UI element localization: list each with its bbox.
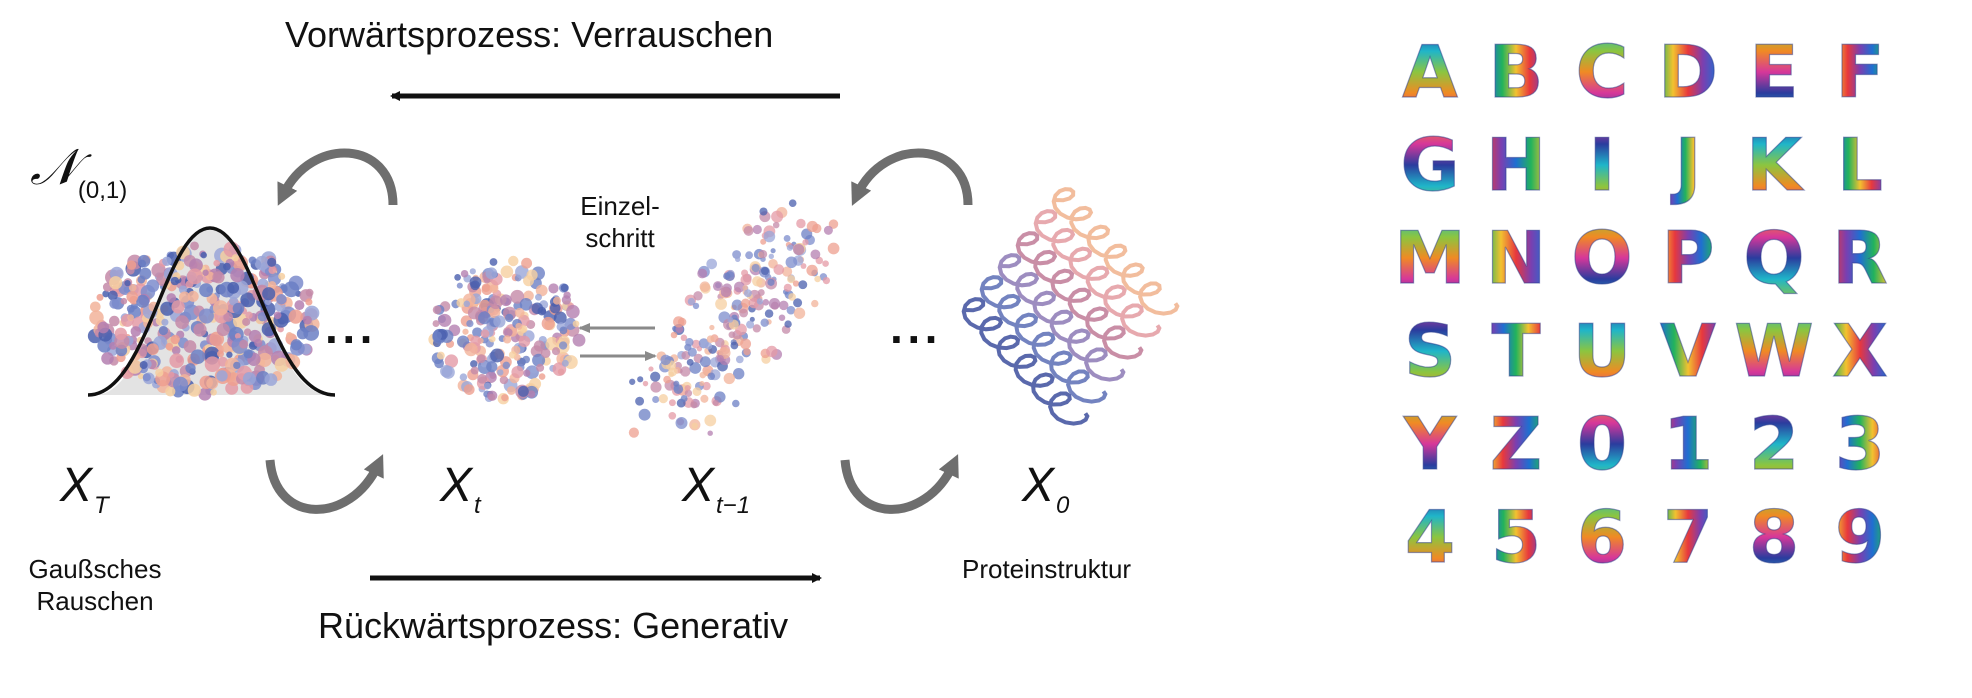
single-step-label: Einzel- schritt (560, 190, 680, 254)
reverse-process-label: Rückwärtsprozess: Generativ (318, 605, 789, 646)
curved-arrow-bottom-left (265, 454, 384, 514)
curved-arrow-top-right (851, 148, 973, 206)
alphabet-glyph: 8 (1749, 495, 1799, 579)
forward-process-label: Vorwärtsprozess: Verrauschen (285, 14, 774, 55)
alphabet-glyph: D (1658, 30, 1718, 114)
alphabet-glyph: B (1489, 30, 1544, 114)
alphabet-glyph: 7 (1663, 495, 1713, 579)
alphabet-glyph: S (1404, 309, 1456, 393)
alphabet-glyph: 1 (1663, 402, 1713, 486)
alphabet-glyph: I (1589, 123, 1616, 207)
alphabet-glyph: E (1749, 30, 1798, 114)
protein-structure-caption: Proteinstruktur (962, 554, 1132, 584)
alphabet-glyph: J (1670, 123, 1702, 207)
alphabet-glyph: Z (1490, 402, 1542, 486)
alphabet-glyph: W (1734, 309, 1813, 393)
alphabet-glyph: O (1571, 216, 1632, 300)
state-x-0: X0 (1022, 459, 1070, 519)
single-step-line-1: Einzel- (580, 191, 660, 221)
alphabet-glyph: N (1486, 216, 1546, 300)
point-cloud-xt-small (428, 255, 586, 405)
alphabet-glyph: X (1832, 309, 1888, 393)
alphabet-glyph: 0 (1577, 402, 1627, 486)
alphabet-glyph: 3 (1835, 402, 1885, 486)
single-step-line-2: schritt (585, 223, 655, 253)
alphabet-glyph: U (1573, 309, 1631, 393)
protein-structure-x0 (961, 187, 1180, 426)
alphabet-glyph: R (1832, 216, 1887, 300)
normal-distribution-symbol: 𝒩(0,1) (30, 138, 127, 205)
state-x-t-minus-1: Xt−1 (682, 459, 751, 519)
curved-arrow-top-left (277, 148, 398, 206)
alphabet-glyph: L (1837, 123, 1883, 207)
alphabet-glyph: T (1491, 309, 1540, 393)
alphabet-glyph: K (1746, 123, 1804, 207)
curved-arrow-bottom-right (840, 454, 959, 514)
alphabet-glyph: 9 (1835, 495, 1885, 579)
normal-symbol: 𝒩 (30, 138, 78, 196)
gaussian-curve (87, 226, 336, 397)
gaussian-noise-line-1: Gaußsches (28, 554, 162, 584)
ellipsis-left: ··· (325, 313, 377, 365)
alphabet-glyph: A (1402, 30, 1458, 114)
alphabet-glyph: G (1400, 123, 1459, 207)
alphabet-glyph: C (1576, 30, 1629, 114)
alphabet-glyph: P (1662, 216, 1715, 300)
normal-params: (0,1) (77, 177, 128, 204)
state-x-T: XT (60, 459, 109, 519)
ellipsis-right: ··· (890, 313, 942, 365)
alphabet-glyph: 5 (1491, 495, 1541, 579)
alphabet-glyph: 4 (1405, 495, 1455, 579)
point-cloud-xt-minus-1 (628, 199, 840, 438)
alphabet-glyph: 6 (1577, 495, 1627, 579)
gaussian-noise-line-2: Rauschen (36, 586, 154, 616)
state-x-t: Xt (440, 459, 481, 519)
alphabet-glyph: 2 (1749, 402, 1799, 486)
alphabet-glyph: H (1486, 123, 1546, 207)
gaussian-noise-caption: Gaußsches Rauschen (0, 553, 190, 617)
alphabet-glyph: Y (1403, 402, 1457, 486)
alphabet-glyph: Q (1743, 216, 1804, 300)
alphabet-glyph: F (1835, 30, 1884, 114)
alphabet-glyph: V (1660, 309, 1716, 393)
alphabet-glyph: M (1394, 216, 1466, 300)
